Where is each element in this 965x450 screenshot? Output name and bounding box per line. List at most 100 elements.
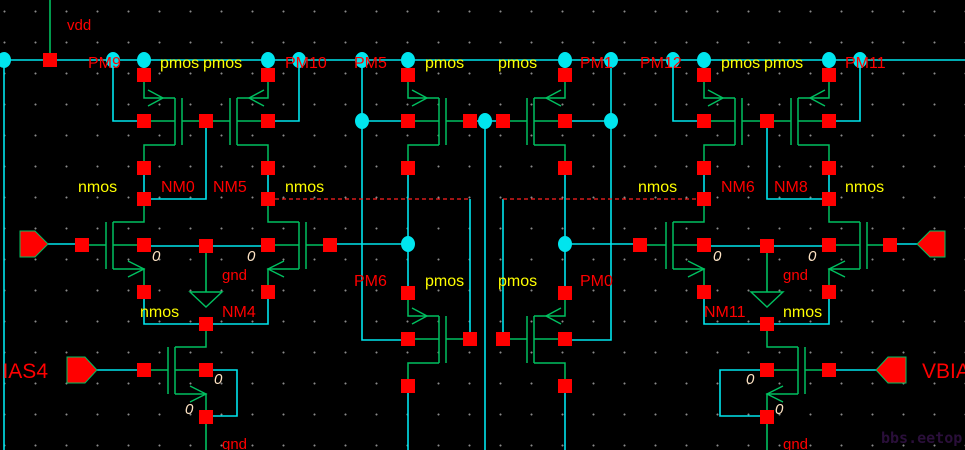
terminal-pin[interactable] — [43, 53, 57, 67]
terminal-pin[interactable] — [558, 161, 572, 175]
terminal-pin[interactable] — [261, 68, 275, 82]
terminal-pin[interactable] — [401, 286, 415, 300]
pin-label-right-bias: VBIA — [922, 360, 965, 383]
wire[interactable] — [672, 60, 704, 122]
connection-dot — [604, 52, 618, 68]
terminal-pin[interactable] — [261, 114, 275, 128]
terminal-pin[interactable] — [137, 114, 151, 128]
terminal-pin[interactable] — [401, 68, 415, 82]
terminal-pin[interactable] — [137, 192, 151, 206]
gate-terminal-pin[interactable] — [633, 238, 647, 252]
wire[interactable] — [719, 369, 767, 417]
gate-terminal-pin[interactable] — [323, 238, 337, 252]
terminal-pin[interactable] — [760, 317, 774, 331]
nmos-transistor[interactable] — [261, 192, 337, 299]
instance-label: NM4 — [222, 304, 256, 321]
gnd-symbol-icon[interactable] — [749, 291, 785, 308]
terminal-pin[interactable] — [261, 238, 275, 252]
terminal-pin[interactable] — [401, 379, 415, 393]
gate-terminal-pin[interactable] — [822, 363, 836, 377]
terminal-pin[interactable] — [822, 161, 836, 175]
instance-label: PM9 — [88, 55, 121, 72]
gnd-symbol-icon[interactable] — [188, 291, 224, 308]
terminal-pin[interactable] — [558, 114, 572, 128]
terminal-pin[interactable] — [137, 68, 151, 82]
pmos-transistor[interactable] — [496, 286, 572, 393]
terminal-pin[interactable] — [697, 285, 711, 299]
terminal-pin[interactable] — [760, 239, 774, 253]
terminal-pin[interactable] — [558, 286, 572, 300]
terminal-pin[interactable] — [697, 68, 711, 82]
pmos-transistor[interactable] — [199, 68, 275, 175]
gate-terminal-pin[interactable] — [75, 238, 89, 252]
connection-dot — [558, 236, 572, 252]
terminal-pin[interactable] — [261, 285, 275, 299]
transistor-body — [703, 82, 767, 161]
terminal-pin[interactable] — [261, 161, 275, 175]
instance-label: PM12 — [640, 55, 682, 72]
terminal-pin[interactable] — [822, 285, 836, 299]
terminal-pin[interactable] — [137, 161, 151, 175]
terminal-pin[interactable] — [760, 363, 774, 377]
terminal-pin[interactable] — [401, 332, 415, 346]
wire[interactable] — [144, 121, 207, 200]
transistor-arrow-icon — [411, 89, 429, 107]
terminal-pin[interactable] — [697, 238, 711, 252]
gate-terminal-pin[interactable] — [463, 114, 477, 128]
terminal-pin[interactable] — [401, 114, 415, 128]
wire[interactable] — [565, 60, 612, 341]
gate-terminal-pin[interactable] — [463, 332, 477, 346]
wire[interactable] — [361, 60, 408, 341]
transistor-arrow-icon — [266, 260, 285, 278]
model-label: nmos — [845, 179, 884, 196]
wire[interactable] — [829, 60, 861, 122]
input-pin-left[interactable] — [19, 230, 49, 258]
terminal-pin[interactable] — [822, 68, 836, 82]
gate-terminal-pin[interactable] — [496, 332, 510, 346]
net-label-gnd: gnd — [783, 267, 808, 284]
wire[interactable] — [206, 369, 238, 417]
terminal-pin[interactable] — [199, 239, 213, 253]
nmos-transistor[interactable] — [822, 192, 897, 299]
terminal-pin[interactable] — [697, 192, 711, 206]
terminal-pin[interactable] — [401, 161, 415, 175]
terminal-pin[interactable] — [261, 192, 275, 206]
gate-terminal-pin[interactable] — [496, 114, 510, 128]
transistor-arrow-icon — [544, 307, 562, 325]
terminal-pin[interactable] — [199, 410, 213, 424]
terminal-pin[interactable] — [760, 410, 774, 424]
terminal-pin[interactable] — [137, 238, 151, 252]
wire[interactable] — [112, 60, 144, 122]
gate-terminal-pin[interactable] — [137, 363, 151, 377]
terminal-pin[interactable] — [137, 285, 151, 299]
pmos-transistor[interactable] — [401, 286, 477, 393]
input-pin-right-bias[interactable] — [875, 356, 907, 384]
input-pin-left-bias[interactable] — [66, 356, 98, 384]
connection-dot — [604, 113, 618, 129]
nmos-transistor[interactable] — [75, 192, 151, 299]
terminal-pin[interactable] — [697, 161, 711, 175]
nmos-transistor[interactable] — [633, 192, 711, 299]
gate-terminal-pin[interactable] — [199, 114, 213, 128]
gate-terminal-pin[interactable] — [883, 238, 897, 252]
terminal-pin[interactable] — [558, 68, 572, 82]
input-pin-right[interactable] — [916, 230, 946, 258]
wire[interactable] — [766, 121, 829, 200]
pmos-transistor[interactable] — [496, 68, 572, 175]
pmos-transistor[interactable] — [760, 68, 836, 175]
terminal-pin[interactable] — [697, 114, 711, 128]
terminal-pin[interactable] — [558, 379, 572, 393]
nmos-transistor[interactable] — [760, 317, 836, 424]
gate-terminal-pin[interactable] — [760, 114, 774, 128]
wire[interactable] — [268, 60, 300, 122]
terminal-pin[interactable] — [199, 317, 213, 331]
terminal-pin[interactable] — [822, 192, 836, 206]
pmos-transistor[interactable] — [401, 68, 477, 175]
terminal-pin[interactable] — [822, 238, 836, 252]
terminal-pin[interactable] — [199, 363, 213, 377]
nmos-transistor[interactable] — [137, 317, 213, 424]
terminal-pin[interactable] — [558, 332, 572, 346]
terminal-pin[interactable] — [822, 114, 836, 128]
